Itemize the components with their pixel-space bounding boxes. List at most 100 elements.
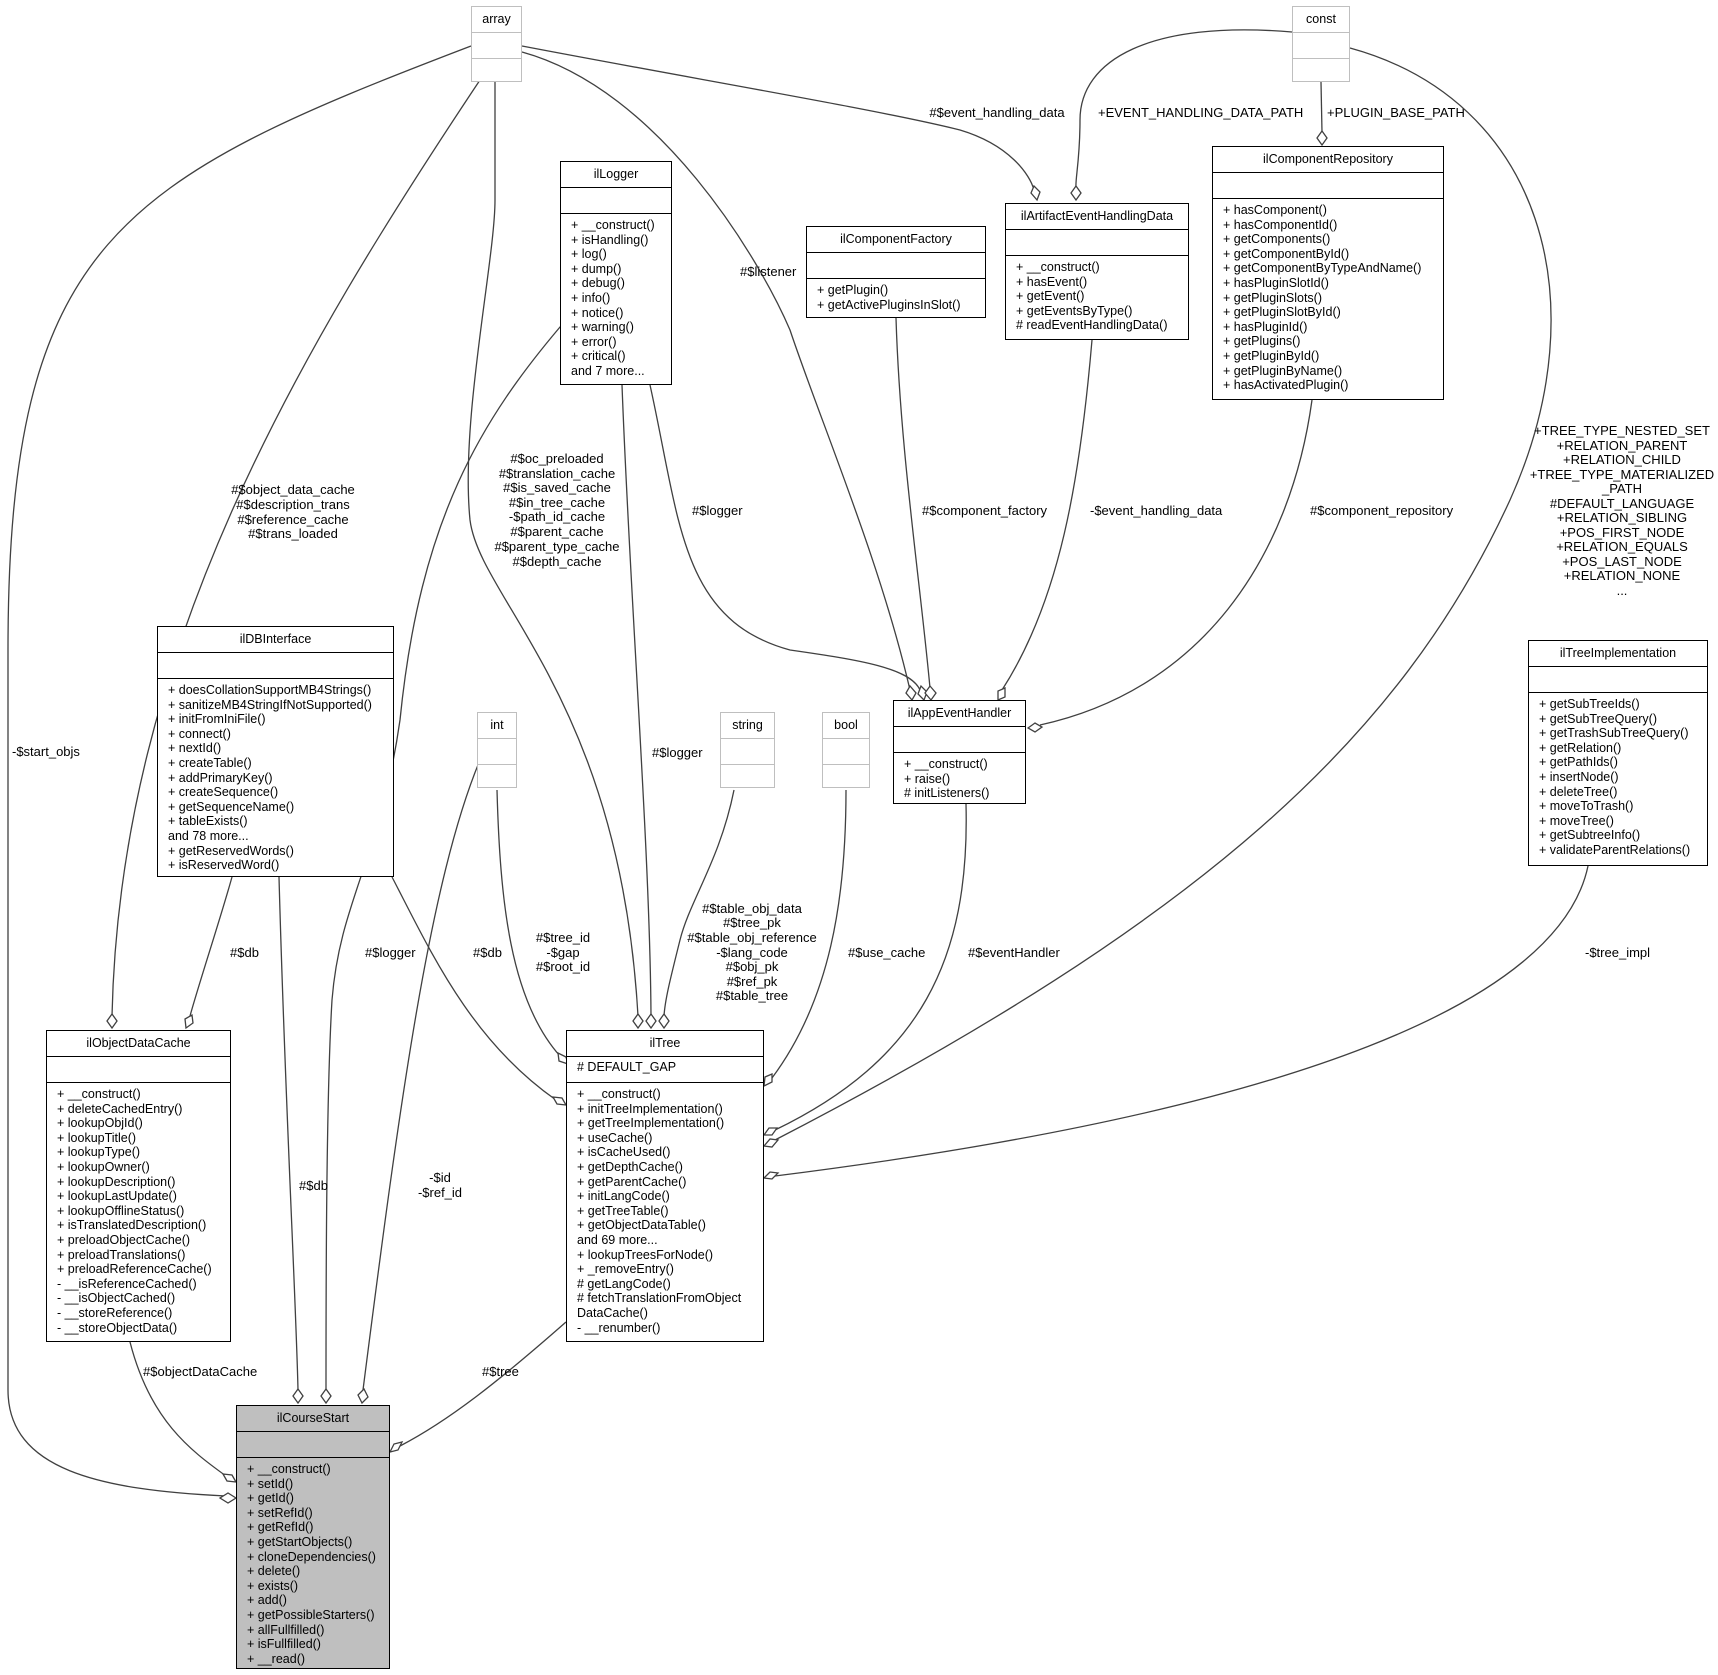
svg-text:#$table_tree: #$table_tree: [716, 988, 788, 1003]
class-ilObjectDataCache[interactable]: ilObjectDataCache + __construct() + dele…: [46, 1030, 231, 1342]
edge-object-data-cache-course: #$objectDataCache: [129, 1341, 257, 1483]
class-operations: [823, 765, 869, 773]
edge-event-handler: #$eventHandler: [762, 803, 1060, 1136]
operation: + createTable(): [168, 755, 252, 770]
edge-use-cache: #$use_cache: [763, 789, 925, 1088]
class-ilCourseStart[interactable]: ilCourseStart + __construct() + setId() …: [236, 1405, 390, 1669]
operation: + lookupDescription(): [57, 1174, 176, 1189]
svg-text:+TREE_TYPE_NESTED_SET: +TREE_TYPE_NESTED_SET: [1534, 423, 1710, 438]
operation: # readEventHandlingData(): [1016, 318, 1168, 333]
operation: + getPluginSlots(): [1223, 290, 1323, 305]
class-operations: [721, 765, 774, 773]
operation: + allFullfilled(): [247, 1622, 325, 1637]
class-ilArtifactEventHandlingData[interactable]: ilArtifactEventHandlingData + __construc…: [1005, 203, 1189, 340]
operation: + initTreeImplementation(): [577, 1101, 723, 1116]
operation: + __read(): [247, 1651, 306, 1666]
operation: + isReservedWord(): [168, 858, 280, 873]
class-ilComponentRepository[interactable]: ilComponentRepository + hasComponent() +…: [1212, 146, 1444, 400]
operation: + setId(): [247, 1476, 294, 1491]
class-ilTree[interactable]: ilTree # DEFAULT_GAP + __construct() + i…: [566, 1030, 764, 1342]
svg-text:+RELATION_CHILD: +RELATION_CHILD: [1563, 452, 1681, 467]
class-operations: [478, 765, 516, 773]
operation: and 78 more...: [168, 828, 249, 843]
edge-tree-int: #$tree_id -$gap #$root_id: [496, 789, 590, 1066]
operation: + lookupOfflineStatus(): [57, 1203, 185, 1218]
svg-text:#$trans_loaded: #$trans_loaded: [248, 526, 338, 541]
operation: + getRelation(): [1539, 740, 1622, 755]
operation: + addPrimaryKey(): [168, 770, 273, 785]
class-operations: + __construct() + isHandling() + log() +…: [561, 214, 671, 383]
operation: + lookupTitle(): [57, 1130, 137, 1145]
svg-text:+RELATION_EQUALS: +RELATION_EQUALS: [1556, 539, 1688, 554]
svg-text:#$component_factory: #$component_factory: [922, 503, 1048, 518]
class-operations: + getSubTreeIds() + getSubTreeQuery() + …: [1529, 693, 1707, 862]
class-bool[interactable]: bool: [822, 712, 870, 788]
class-const[interactable]: const: [1292, 6, 1350, 82]
class-attributes: [237, 1432, 389, 1458]
operation: + lookupTreesForNode(): [577, 1247, 714, 1262]
operation: + getEventsByType(): [1016, 303, 1133, 318]
svg-text:#$depth_cache: #$depth_cache: [513, 554, 602, 569]
class-ilAppEventHandler[interactable]: ilAppEventHandler + __construct() + rais…: [893, 700, 1026, 804]
edge-logger-tree: #$logger: [621, 384, 703, 1030]
operation: + isTranslatedDescription(): [57, 1218, 207, 1233]
svg-text:-$gap: -$gap: [546, 945, 579, 960]
edge-tree-course: #$tree: [388, 1321, 567, 1453]
attribute: # DEFAULT_GAP: [577, 1060, 677, 1074]
operation: + getTreeTable(): [577, 1203, 669, 1218]
svg-text:#$objectDataCache: #$objectDataCache: [143, 1364, 257, 1379]
svg-text:-$start_objs: -$start_objs: [12, 744, 80, 759]
operation: + getComponents(): [1223, 232, 1331, 247]
class-attributes: [1293, 33, 1349, 59]
svg-text:-$ref_id: -$ref_id: [418, 1185, 462, 1200]
svg-text:+RELATION_SIBLING: +RELATION_SIBLING: [1557, 510, 1687, 525]
operation: + lookupObjId(): [57, 1116, 143, 1131]
operation: + getId(): [247, 1491, 294, 1506]
svg-text:#DEFAULT_LANGUAGE: #DEFAULT_LANGUAGE: [1550, 496, 1695, 511]
edge-db-tree: #$db: [391, 876, 568, 1106]
svg-text:#$root_id: #$root_id: [536, 959, 590, 974]
class-string[interactable]: string: [720, 712, 775, 788]
operation: + raise(): [904, 771, 951, 786]
class-operations: + getPlugin() + getActivePluginsInSlot(): [807, 279, 985, 316]
edge-object-data-cache: #$object_data_cache #$description_trans …: [106, 79, 481, 1030]
operation: # fetchTranslationFromObject: [577, 1291, 742, 1306]
svg-text:#$tree_id: #$tree_id: [536, 930, 590, 945]
svg-text:#$event_handling_data: #$event_handling_data: [929, 105, 1065, 120]
class-name: ilDBInterface: [158, 627, 393, 653]
operation: + preloadObjectCache(): [57, 1232, 191, 1247]
class-ilComponentFactory[interactable]: ilComponentFactory + getPlugin() + getAc…: [806, 226, 986, 318]
operation: + getPlugins(): [1223, 334, 1301, 349]
svg-text:#$parent_type_cache: #$parent_type_cache: [494, 539, 619, 554]
class-ilTreeImplementation[interactable]: ilTreeImplementation + getSubTreeIds() +…: [1528, 640, 1708, 866]
class-attributes: [894, 727, 1025, 753]
class-int[interactable]: int: [477, 712, 517, 788]
svg-text:#$parent_cache: #$parent_cache: [510, 524, 603, 539]
class-ilDBInterface[interactable]: ilDBInterface + doesCollationSupportMB4S…: [157, 626, 394, 877]
operation: - __renumber(): [577, 1320, 661, 1335]
class-array[interactable]: array: [471, 6, 522, 82]
svg-text:-$lang_code: -$lang_code: [716, 945, 788, 960]
operation: + hasActivatedPlugin(): [1223, 378, 1349, 393]
operation: + lookupType(): [57, 1145, 141, 1160]
svg-text:#$use_cache: #$use_cache: [848, 945, 925, 960]
class-operations: + hasComponent() + hasComponentId() + ge…: [1213, 199, 1443, 397]
svg-text:#$table_obj_reference: #$table_obj_reference: [687, 930, 816, 945]
operation: # getLangCode(): [577, 1276, 671, 1291]
class-operations: + doesCollationSupportMB4Strings() + san…: [158, 679, 393, 877]
svg-text:+TREE_TYPE_MATERIALIZED: +TREE_TYPE_MATERIALIZED: [1530, 467, 1714, 482]
operation: + initLangCode(): [577, 1189, 670, 1204]
operation: + add(): [247, 1593, 287, 1608]
operation: + getPluginById(): [1223, 348, 1320, 363]
operation: + getComponentById(): [1223, 246, 1350, 261]
operation: + setRefId(): [247, 1505, 313, 1520]
svg-text:+EVENT_HANDLING_DATA_PATH: +EVENT_HANDLING_DATA_PATH: [1098, 105, 1303, 120]
class-name: ilObjectDataCache: [47, 1031, 230, 1057]
edge-db-course: #$db: [278, 876, 328, 1405]
operation: + isCacheUsed(): [577, 1145, 671, 1160]
class-attributes: [1213, 173, 1443, 199]
operation: + getPlugin(): [817, 283, 889, 297]
operation: + __construct(): [571, 218, 655, 232]
class-ilLogger[interactable]: ilLogger + __construct() + isHandling() …: [560, 161, 672, 385]
operation: + getTreeImplementation(): [577, 1116, 725, 1131]
